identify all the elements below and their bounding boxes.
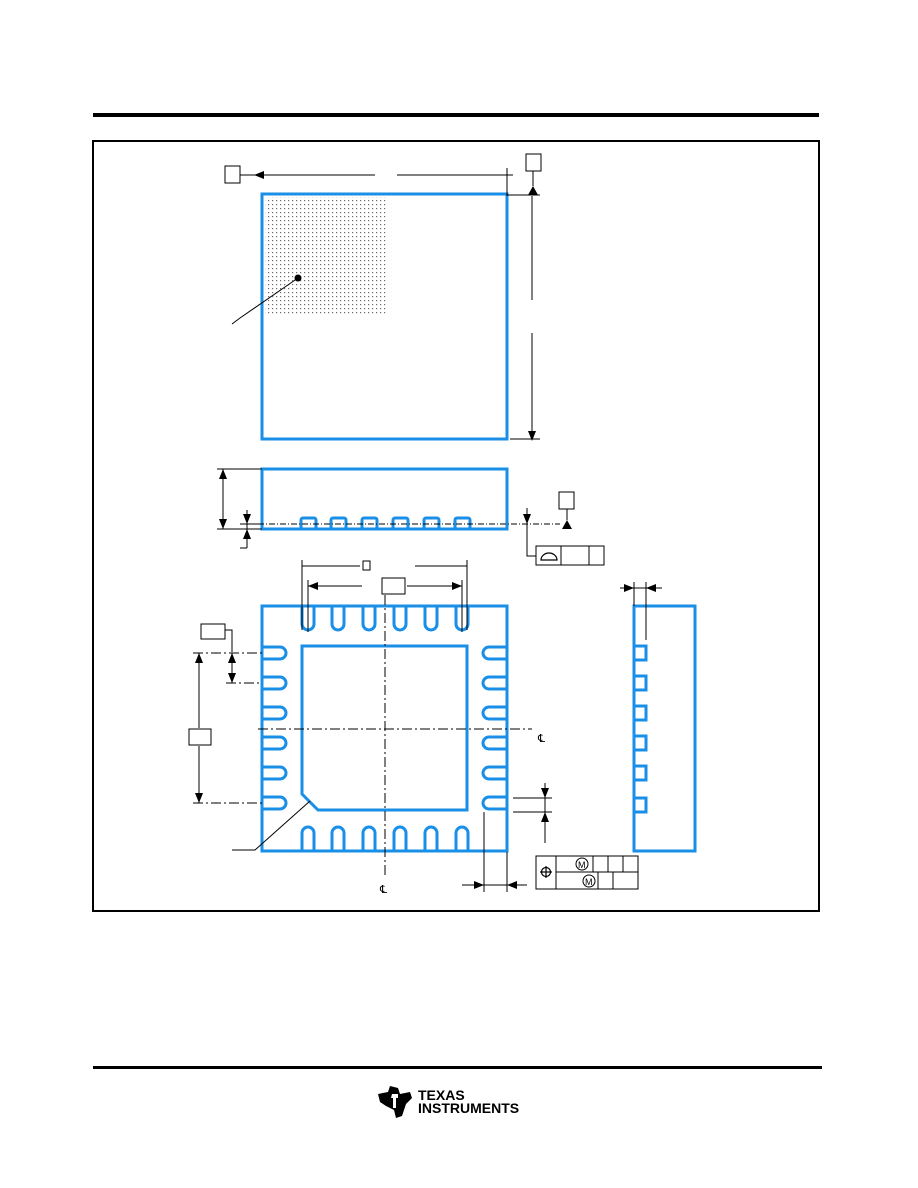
datum-c-triangle — [562, 520, 572, 529]
terminal-pad — [454, 825, 470, 851]
basic-dim-box-span-left — [188, 728, 212, 746]
pitch-arrow-top — [228, 653, 236, 663]
span-left-arrow-top — [195, 653, 203, 663]
side-terminal — [632, 734, 648, 752]
terminal-pad — [262, 795, 288, 811]
standoff-arrow-2 — [243, 529, 251, 539]
terminal-length-arrow-2 — [507, 881, 517, 889]
side-terminal — [632, 674, 648, 692]
terminal-pad — [481, 675, 507, 691]
terminal-pad — [361, 606, 377, 632]
bottom-terminals-bottom — [300, 825, 470, 851]
vertical-centerline-symbol: ℄ — [379, 883, 387, 896]
terminal-pad — [481, 645, 507, 661]
terminal-pad — [481, 795, 507, 811]
exposed-thermal-pad — [300, 644, 469, 812]
terminal-length-arrow-1 — [474, 881, 484, 889]
terminal-pad — [481, 735, 507, 751]
terminal-pad — [392, 825, 408, 851]
profile-tolerance-frame — [535, 545, 605, 566]
mmc-modifier-letter: M — [578, 860, 586, 870]
footer-rule — [93, 1066, 822, 1069]
datum-a-box — [224, 165, 241, 184]
pitch-arrow-bottom — [228, 673, 236, 683]
basic-dim-box-span — [381, 577, 406, 595]
mmc-modifier-icon — [575, 857, 589, 871]
bottom-terminals-left — [262, 645, 288, 811]
lead-thickness-arrow-2 — [646, 584, 656, 592]
ti-logo-wordmark: TEXAS INSTRUMENTS — [418, 1087, 520, 1116]
position-icon — [540, 866, 552, 878]
coplanarity-leader — [526, 535, 536, 557]
coplanarity-arrow — [523, 514, 531, 524]
span-left-arrow-bottom — [195, 793, 203, 803]
terminal-pad — [423, 825, 439, 851]
datum-b-triangle — [528, 186, 538, 195]
terminal-width-arrow-2 — [541, 812, 549, 822]
side-view — [217, 467, 605, 566]
terminal-pad — [423, 606, 439, 632]
span-arrow-left — [308, 582, 318, 590]
pin1-leader — [231, 277, 299, 325]
terminal-width-arrow-1 — [541, 788, 549, 798]
drawing-frame — [92, 140, 820, 912]
lead-thickness-arrow-1 — [624, 584, 634, 592]
standoff-arrow — [243, 514, 251, 524]
terminal-pad — [262, 765, 288, 781]
top-view-body — [260, 192, 509, 441]
mmc-modifier-letter-2: M — [585, 877, 593, 887]
side-terminal — [632, 764, 648, 782]
terminal-pad — [262, 735, 288, 751]
terminal-pad — [330, 825, 346, 851]
terminal-pad — [361, 825, 377, 851]
side-view-body — [260, 467, 509, 531]
pin1-chamfer-leader — [232, 800, 311, 851]
top-view — [224, 153, 542, 441]
side-terminal — [632, 796, 648, 814]
terminal-pad — [300, 825, 316, 851]
basic-dim-box-pitch — [200, 623, 226, 640]
mmc-modifier-icon-2 — [582, 874, 596, 888]
terminal-pad — [330, 606, 346, 632]
terminal-pad — [262, 675, 288, 691]
right-side-body — [632, 604, 697, 853]
span-arrow-right — [452, 582, 462, 590]
width-arrow-left — [254, 171, 264, 179]
basic-dim-box-d2 — [362, 560, 371, 571]
ti-logo-icon — [378, 1086, 412, 1118]
ti-logo-line2: INSTRUMENTS — [418, 1100, 520, 1116]
side-terminal — [632, 704, 648, 722]
pitch-leader — [225, 629, 233, 652]
datum-b-box — [525, 153, 542, 172]
side-terminal — [632, 644, 648, 662]
right-side-view — [620, 582, 697, 853]
pin1-index-area — [265, 197, 387, 315]
terminal-pad — [392, 606, 408, 632]
height-arrow-bottom — [528, 431, 536, 441]
bottom-view: ℄ ℄ — [188, 560, 639, 896]
terminal-pad — [481, 765, 507, 781]
thickness-arrow-top — [219, 469, 227, 479]
header-rule — [93, 113, 819, 117]
bottom-terminals-right — [481, 645, 507, 811]
profile-of-surface-icon — [540, 552, 558, 561]
terminal-pad — [262, 705, 288, 721]
ti-logo-line1: TEXAS — [418, 1087, 465, 1103]
terminal-pad — [481, 705, 507, 721]
horizontal-centerline-symbol: ℄ — [537, 732, 545, 745]
terminal-pad — [262, 645, 288, 661]
thickness-arrow-bottom — [219, 519, 227, 529]
datum-c-box — [558, 491, 575, 510]
